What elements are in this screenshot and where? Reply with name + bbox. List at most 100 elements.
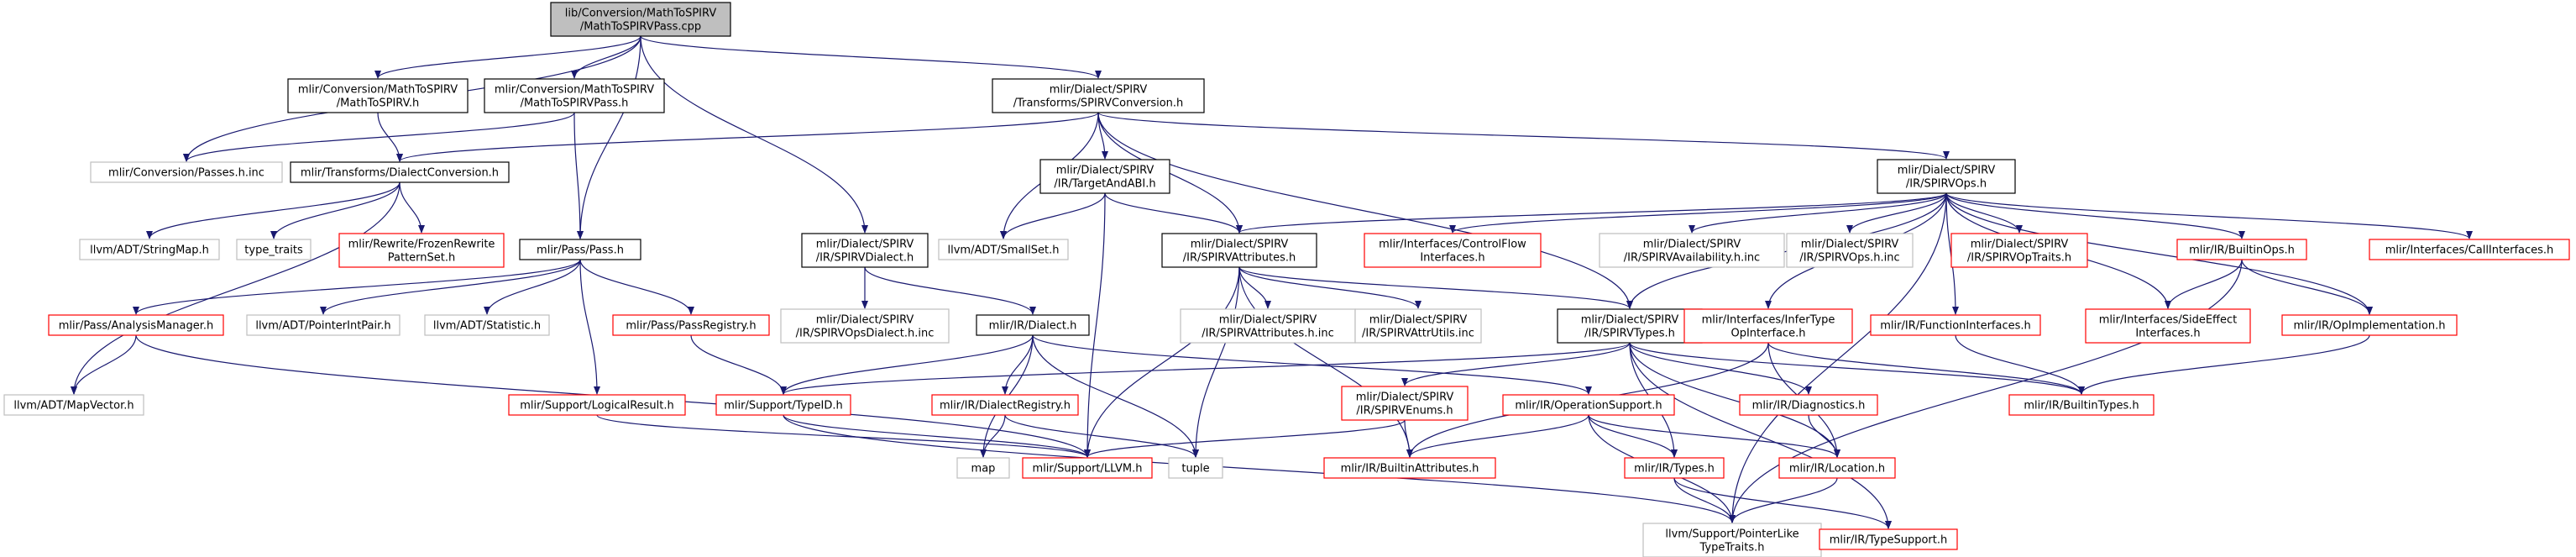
node-label: mlir/Conversion/Passes.h.inc (108, 167, 264, 180)
node-typesupport-h[interactable]: mlir/IR/TypeSupport.h (1819, 528, 1958, 550)
node-tuple[interactable]: tuple (1168, 457, 1223, 479)
node-map[interactable]: map (956, 457, 1010, 479)
node-label: lib/Conversion/MathToSPIRV (565, 8, 717, 20)
node-typeid-h[interactable]: mlir/Support/TypeID.h (715, 394, 851, 416)
node-box (1950, 233, 2088, 268)
node-box (484, 78, 665, 113)
node-label: mlir/Dialect/SPIRV (1056, 165, 1154, 177)
node-box (1323, 457, 1496, 479)
node-spirvattributes-inc[interactable]: mlir/Dialect/SPIRV/IR/SPIRVAttributes.h.… (1180, 308, 1356, 344)
node-box (1819, 528, 1958, 550)
node-label: mlir/IR/FunctionInterfaces.h (1880, 320, 2031, 333)
node-builtintypes-h[interactable]: mlir/IR/BuiltinTypes.h (2008, 394, 2155, 416)
node-label: mlir/Dialect/SPIRV (1971, 239, 2069, 251)
edge-root-to-spirvconversion-h (640, 35, 1102, 79)
node-label: TypeTraits.h (1699, 542, 1764, 554)
node-type-traits[interactable]: type_traits (236, 239, 312, 260)
node-label: mlir/Transforms/DialectConversion.h (301, 167, 499, 180)
node-types-h[interactable]: mlir/IR/Types.h (1624, 457, 1725, 479)
node-builtinattributes-h[interactable]: mlir/IR/BuiltinAttributes.h (1323, 457, 1496, 479)
node-spirvopsdialect-inc[interactable]: mlir/Dialect/SPIRV/IR/SPIRVOpsDialect.h.… (780, 308, 950, 344)
node-box (90, 161, 283, 183)
node-spirvavailability-inc[interactable]: mlir/Dialect/SPIRV/IR/SPIRVAvailability.… (1599, 233, 1785, 268)
node-root[interactable]: lib/Conversion/MathToSPIRV/MathToSPIRVPa… (550, 2, 731, 37)
node-label: mlir/Dialect/SPIRV (1219, 314, 1317, 327)
node-passes-inc[interactable]: mlir/Conversion/Passes.h.inc (90, 161, 283, 183)
node-spirvtypes-h[interactable]: mlir/Dialect/SPIRV/IR/SPIRVTypes.h (1557, 308, 1703, 344)
node-box (550, 2, 731, 37)
node-label: llvm/ADT/Statistic.h (433, 320, 541, 333)
node-spirvops-h[interactable]: mlir/Dialect/SPIRV/IR/SPIRVOps.h (1877, 159, 2016, 194)
node-builtinops-h[interactable]: mlir/IR/BuiltinOps.h (2176, 239, 2307, 260)
node-label: mlir/Support/TypeID.h (724, 400, 842, 412)
node-stringmap-h[interactable]: llvm/ADT/StringMap.h (79, 239, 220, 260)
node-spirvops-inc[interactable]: mlir/Dialect/SPIRV/IR/SPIRVOps.h.inc (1786, 233, 1914, 268)
edge-pass-h-to-analysismanager-h (133, 259, 581, 315)
node-llvm-h[interactable]: mlir/Support/LLVM.h (1022, 457, 1153, 479)
node-smallset-h[interactable]: llvm/ADT/SmallSet.h (938, 239, 1069, 260)
node-box (79, 239, 220, 260)
node-pointerintpair-h[interactable]: llvm/ADT/PointerIntPair.h (246, 314, 401, 336)
node-mapvector-h[interactable]: llvm/ADT/MapVector.h (3, 394, 144, 416)
node-spirvattrutils-inc[interactable]: mlir/Dialect/SPIRV/IR/SPIRVAttrUtils.inc (1354, 308, 1482, 344)
node-spirvenums-h[interactable]: mlir/Dialect/SPIRV/IR/SPIRVEnums.h (1341, 386, 1469, 421)
node-mathtospirvpass-h[interactable]: mlir/Conversion/MathToSPIRV/MathToSPIRVP… (484, 78, 665, 113)
node-statistic-h[interactable]: llvm/ADT/Statistic.h (424, 314, 550, 336)
node-spirvoptraits-h[interactable]: mlir/Dialect/SPIRV/IR/SPIRVOpTraits.h (1950, 233, 2088, 268)
node-location-h[interactable]: mlir/IR/Location.h (1778, 457, 1896, 479)
node-box (1168, 457, 1223, 479)
node-dialectconversion-h[interactable]: mlir/Transforms/DialectConversion.h (290, 161, 510, 183)
node-box (938, 239, 1069, 260)
node-analysismanager-h[interactable]: mlir/Pass/AnalysisManager.h (48, 314, 224, 336)
node-label: /IR/SPIRVTypes.h (1584, 328, 1675, 340)
edge-spirvtypes-h-to-location-h (1629, 342, 1840, 458)
node-spirvdialect-h[interactable]: mlir/Dialect/SPIRV/IR/SPIRVDialect.h (801, 233, 929, 268)
edge-dialectconversion-h-to-type-traits (270, 181, 401, 239)
node-label: llvm/ADT/MapVector.h (13, 400, 134, 412)
node-label: /MathToSPIRVPass.h (521, 97, 629, 110)
node-label: mlir/Conversion/MathToSPIRV (298, 84, 458, 97)
node-box (1870, 314, 2041, 336)
node-label: map (971, 463, 996, 476)
node-targetandabi-h[interactable]: mlir/Dialect/SPIRV/IR/TargetAndABI.h (1039, 159, 1170, 194)
node-dialect-h[interactable]: mlir/IR/Dialect.h (976, 314, 1090, 336)
node-functioninterfaces-h[interactable]: mlir/IR/FunctionInterfaces.h (1870, 314, 2041, 336)
node-label: PatternSet.h (388, 252, 456, 265)
edge-root-to-mathtospirvpass-h (571, 35, 641, 79)
node-label: mlir/IR/OperationSupport.h (1515, 400, 1662, 412)
node-label: /IR/SPIRVDialect.h (816, 252, 914, 265)
node-callinterfaces-h[interactable]: mlir/Interfaces/CallInterfaces.h (2369, 239, 2570, 260)
node-spirvconversion-h[interactable]: mlir/Dialect/SPIRV/Transforms/SPIRVConve… (992, 78, 1205, 113)
edge-functioninterfaces-h-to-builtintypes-h (1955, 334, 2085, 395)
node-label: mlir/IR/Types.h (1634, 463, 1715, 476)
node-operationsupport-h[interactable]: mlir/IR/OperationSupport.h (1502, 394, 1675, 416)
node-opimplementation-h[interactable]: mlir/IR/OpImplementation.h (2281, 314, 2458, 336)
node-passregistry-h[interactable]: mlir/Pass/PassRegistry.h (612, 314, 770, 336)
node-spirvattributes-h[interactable]: mlir/Dialect/SPIRV/IR/SPIRVAttributes.h (1161, 233, 1317, 268)
edge-types-h-to-pointerliketypetraits-h (1673, 477, 1736, 523)
node-mathtospirv-h[interactable]: mlir/Conversion/MathToSPIRV/MathToSPIRV.… (287, 78, 469, 113)
node-box (801, 233, 929, 268)
edge-operationsupport-h-to-builtinattributes-h (1406, 414, 1589, 458)
node-box (1022, 457, 1153, 479)
node-diagnostics-h[interactable]: mlir/IR/Diagnostics.h (1739, 394, 1878, 416)
node-label: mlir/Dialect/SPIRV (1643, 239, 1741, 251)
node-label: llvm/ADT/StringMap.h (90, 244, 209, 257)
node-label: mlir/Dialect/SPIRV (1898, 165, 1996, 177)
node-box (1739, 394, 1878, 416)
node-box (424, 314, 550, 336)
edge-spirvops-h-to-callinterfaces-h (1945, 192, 2473, 239)
node-dialectregistry-h[interactable]: mlir/IR/DialectRegistry.h (931, 394, 1079, 416)
node-label: /IR/SPIRVOps.h.inc (1799, 252, 1899, 265)
node-box (1599, 233, 1785, 268)
node-pass-h[interactable]: mlir/Pass/Pass.h (519, 239, 641, 260)
node-logicalresult-h[interactable]: mlir/Support/LogicalResult.h (508, 394, 686, 416)
node-label: mlir/IR/BuiltinAttributes.h (1341, 463, 1479, 476)
node-label: mlir/Pass/Pass.h (537, 244, 624, 257)
